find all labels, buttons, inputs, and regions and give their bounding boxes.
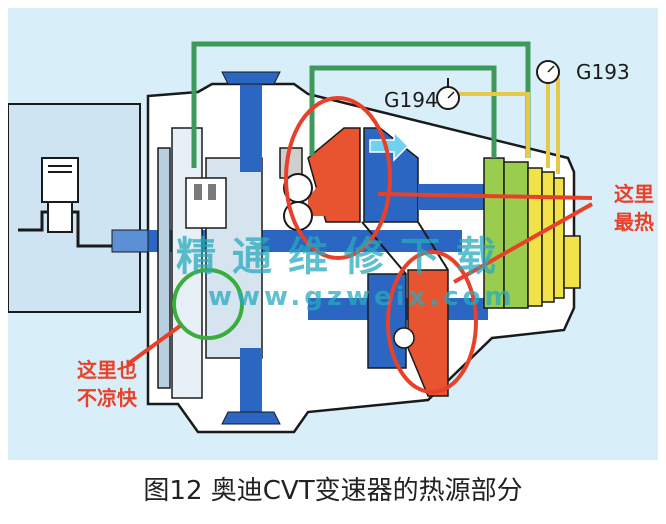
sensor-label-g193: G193 [576, 60, 630, 84]
figure-caption: 图12 奥迪CVT变速器的热源部分 [143, 476, 523, 506]
temperature-gauge-icon [436, 78, 460, 110]
highlight-differential [172, 268, 244, 340]
highlight-primary-pulley [284, 96, 392, 260]
pointer-hottest-1 [377, 192, 593, 200]
coolant-pipe-green-inner [309, 65, 497, 158]
flywheel [157, 147, 171, 389]
coolant-pipe-yellow-1 [444, 92, 530, 158]
note-not-cool-line1: 这里也 [77, 358, 137, 382]
note-hottest-line1: 这里 [614, 182, 654, 206]
pointer-hottest-2 [453, 202, 593, 284]
note-hottest: 这里 最热 [606, 180, 662, 236]
pointer-not-cool [126, 324, 182, 366]
note-not-cool-line2: 不凉快 [77, 386, 137, 410]
note-hottest-line2: 最热 [614, 210, 654, 234]
flow-arrow [369, 130, 410, 162]
temperature-gauge-icon [536, 60, 560, 84]
planetary-gear [185, 177, 227, 229]
diagram-frame: G193 G194 这里 最热 这里也 不凉快 精通维修下载 www.gzwei… [8, 8, 658, 460]
piston [41, 157, 79, 203]
watermark-url: www.gzweix.com [208, 282, 516, 312]
cvt-heat-source-diagram [8, 41, 593, 434]
note-not-cool: 这里也 不凉快 [62, 356, 152, 412]
sensor-label-g194: G194 [384, 88, 438, 112]
engine-block [8, 103, 141, 313]
highlight-secondary-pulley [386, 250, 478, 394]
drive-shaft-bottom [240, 348, 262, 424]
watermark-text: 精通维修下载 [176, 234, 512, 280]
drive-shaft-top [240, 72, 262, 172]
